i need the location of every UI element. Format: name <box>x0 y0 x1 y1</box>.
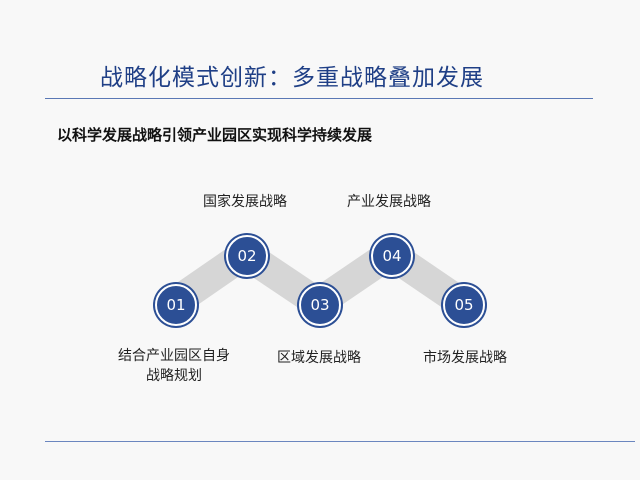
node-label-01-line2: 战略规划 <box>146 368 202 384</box>
node-label-01-line1: 结合产业园区自身 <box>118 348 230 364</box>
node-label-04: 产业发展战略 <box>347 194 431 210</box>
slide-subtitle: 以科学发展战略引领产业园区实现科学持续发展 <box>57 126 373 144</box>
bottom-divider <box>45 441 635 442</box>
title-divider <box>45 98 593 99</box>
node-circle-04: 04 <box>371 235 413 277</box>
node-circle-03: 03 <box>299 284 341 326</box>
node-circle-05: 05 <box>443 284 485 326</box>
slide-title: 战略化模式创新：多重战略叠加发展 <box>100 65 484 91</box>
node-circle-01: 01 <box>155 284 197 326</box>
node-label-05: 市场发展战略 <box>423 350 507 366</box>
node-circle-02: 02 <box>226 235 268 277</box>
node-label-02: 国家发展战略 <box>203 194 287 210</box>
node-label-03: 区域发展战略 <box>277 350 361 366</box>
node-label-01: 结合产业园区自身 战略规划 <box>114 346 234 386</box>
